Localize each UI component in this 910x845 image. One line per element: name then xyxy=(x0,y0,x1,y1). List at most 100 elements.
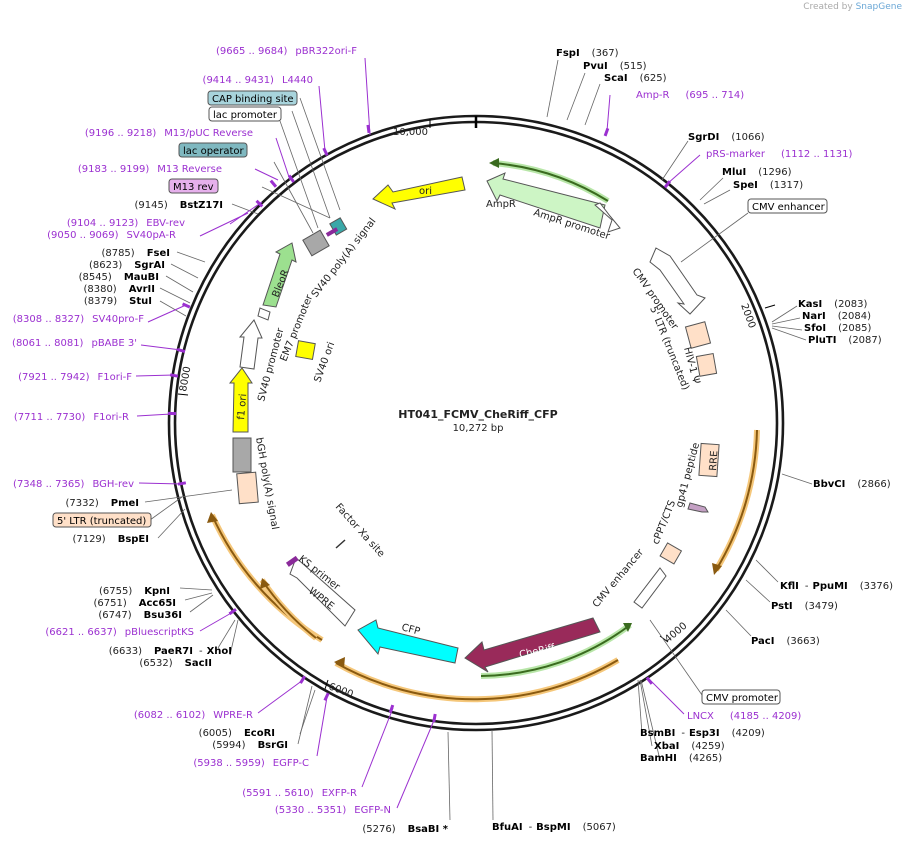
primer-labels: (9665 .. 9684)pBR322ori-F (9414 .. 9431)… xyxy=(12,46,852,816)
primer-lines xyxy=(135,57,701,809)
cppt-label: cPPT/CTS xyxy=(651,499,679,546)
primer-f1ori-r: (7711 .. 7730)F1ori-R xyxy=(14,412,129,423)
site-psti: PstI(3479) xyxy=(771,601,838,612)
band-right-line xyxy=(715,429,758,571)
primer-marks xyxy=(167,124,672,723)
gp41-arrow xyxy=(687,502,709,513)
primer-lncx: LNCX(4185 .. 4209) xyxy=(687,711,801,722)
sv40-promoter-arrow xyxy=(238,319,263,370)
band-right-head xyxy=(712,563,722,575)
bleor-arrow xyxy=(262,242,297,308)
site-avrii: (8380)AvrII xyxy=(83,284,155,295)
f1ori-arrow xyxy=(228,367,253,433)
site-acc65i: (6751)Acc65I xyxy=(94,598,177,609)
ltr5-truncated-box xyxy=(52,512,152,528)
site-kfli-ppumi: KflI-PpuMI(3376) xyxy=(780,581,893,592)
snapgene-brand: SnapGene xyxy=(855,2,902,12)
cmv-promoter-box xyxy=(701,689,781,705)
primer-m13-reverse: (9183 .. 9199)M13 Reverse xyxy=(78,164,222,175)
snapgene-credit: Created by SnapGene xyxy=(803,2,902,12)
cfp-label: CFP xyxy=(400,622,421,637)
primer-m13-puc-reverse: (9196 .. 9218)M13/pUC Reverse xyxy=(85,128,253,139)
restriction-sites-left: (5276)BsaBI * (5994)BsrGI (6005)EcoRI (6… xyxy=(65,200,448,835)
ampr-band-head xyxy=(489,158,499,168)
hiv-psi-box xyxy=(695,353,718,377)
primer-exfp-r: (5591 .. 5610)EXFP-R xyxy=(242,788,357,799)
wpre-arrow xyxy=(289,557,356,627)
f1ori-label: f1 ori xyxy=(236,393,249,420)
sv40-polya-box xyxy=(302,229,330,257)
cap-binding-site-label: CAP binding site xyxy=(212,94,294,105)
band-bottom-line xyxy=(335,659,619,701)
site-sacii: (6532)SacII xyxy=(139,658,212,669)
site-sgrdi: SgrDI(1066) xyxy=(688,132,765,143)
site-bsrgi: (5994)BsrGI xyxy=(212,740,288,751)
ampr-label: AmpR xyxy=(486,199,516,210)
ruler-10000: 10,000 xyxy=(393,127,428,138)
m13-rev-mark xyxy=(325,227,339,237)
primer-amp-r: Amp-R(695 .. 714) xyxy=(636,90,744,101)
primer-pbabe3: (8061 .. 8081)pBABE 3' xyxy=(12,338,137,349)
primer-wpre-r: (6082 .. 6102)WPRE-R xyxy=(134,710,253,721)
primer-l4440: (9414 .. 9431)L4440 xyxy=(203,75,313,86)
bgh-box xyxy=(232,437,252,473)
boxed-labels: CAP binding site lac promoter lac operat… xyxy=(52,90,828,705)
lac-promoter-box xyxy=(208,106,282,122)
leader-lines xyxy=(144,59,813,821)
ori-arrow xyxy=(372,176,466,211)
cmv-enhancer-box xyxy=(747,198,828,214)
site-kpni: (6755)KpnI xyxy=(99,586,170,597)
m13-rev-box xyxy=(168,178,219,194)
ruler-tick xyxy=(177,393,189,396)
site-ecori: (6005)EcoRI xyxy=(199,728,275,739)
ltr3-box xyxy=(236,471,259,505)
m13-rev-label: M13 rev xyxy=(173,182,214,193)
ruler-8000: 8000 xyxy=(178,366,193,393)
ruler-tick xyxy=(764,304,776,309)
ampr-promoter-arrow xyxy=(594,202,621,233)
cmv-enhancer-box-label: CMV enhancer xyxy=(752,202,826,213)
ampr-arrow xyxy=(486,172,606,229)
site-paci: PacI(3663) xyxy=(751,636,820,647)
site-sfoi: SfoI(2085) xyxy=(804,323,872,334)
primer-bgh-rev: (7348 .. 7365)BGH-rev xyxy=(13,479,134,490)
cap-binding-site-box xyxy=(207,90,298,106)
translation-bands xyxy=(207,158,760,703)
site-maubi: (8545)MauBI xyxy=(79,272,159,283)
site-pmei: (7332)PmeI xyxy=(65,498,139,509)
gp41-label: gp41 peptide xyxy=(674,442,702,509)
site-fspi: FspI(367) xyxy=(556,48,619,59)
site-bamhi: BamHI(4265) xyxy=(640,753,722,764)
band-bottom-head xyxy=(334,657,345,668)
plasmid-length: 10,272 bp xyxy=(453,423,504,434)
band-left-inner-head xyxy=(260,578,270,589)
site-paer7i-xhoi: (6633)PaeR7I-XhoI xyxy=(109,646,232,657)
factor-xa-label: Factor Xa site xyxy=(333,502,387,560)
cfp-arrow xyxy=(357,619,459,664)
primer-pbluescriptks: (6621 .. 6637)pBluescriptKS xyxy=(45,627,194,638)
ltr5-truncated-label: 5' LTR (truncated) xyxy=(57,516,146,527)
site-pvui: PvuI(515) xyxy=(583,61,647,72)
site-fsei: (8785)FseI xyxy=(101,248,170,259)
lac-promoter-label: lac promoter xyxy=(213,110,278,121)
primer-egfp-c: (5938 .. 5959)EGFP-C xyxy=(193,758,309,769)
credit-prefix: Created by xyxy=(803,2,853,12)
ori-label: ori xyxy=(419,186,432,197)
site-xbai: XbaI(4259) xyxy=(654,741,725,752)
primer-egfp-n: (5330 .. 5351)EGFP-N xyxy=(275,805,391,816)
primer-ebv-rev: (9104 .. 9123)EBV-rev xyxy=(67,218,185,229)
site-bsmbi-esp3i: BsmBI-Esp3I(4209) xyxy=(640,728,765,739)
primer-sv40pa-r: (9050 .. 9069)SV40pA-R xyxy=(47,230,176,241)
site-bbvci: BbvCI(2866) xyxy=(813,479,891,490)
site-sgrai: (8623)SgrAI xyxy=(89,260,165,271)
primer-pbr322ori-f: (9665 .. 9684)pBR322ori-F xyxy=(216,46,357,57)
site-bsu36i: (6747)Bsu36I xyxy=(98,610,182,621)
cppt-box xyxy=(659,542,683,565)
cheriff-band-line xyxy=(480,624,631,677)
plasmid-name: HT041_FCMV_CheRiff_CFP xyxy=(398,408,557,421)
cheriff-arrow xyxy=(464,617,601,673)
cmv-promoter-arrow xyxy=(649,247,706,315)
ruler-tick xyxy=(324,679,329,690)
site-nari: NarI(2084) xyxy=(802,311,871,322)
